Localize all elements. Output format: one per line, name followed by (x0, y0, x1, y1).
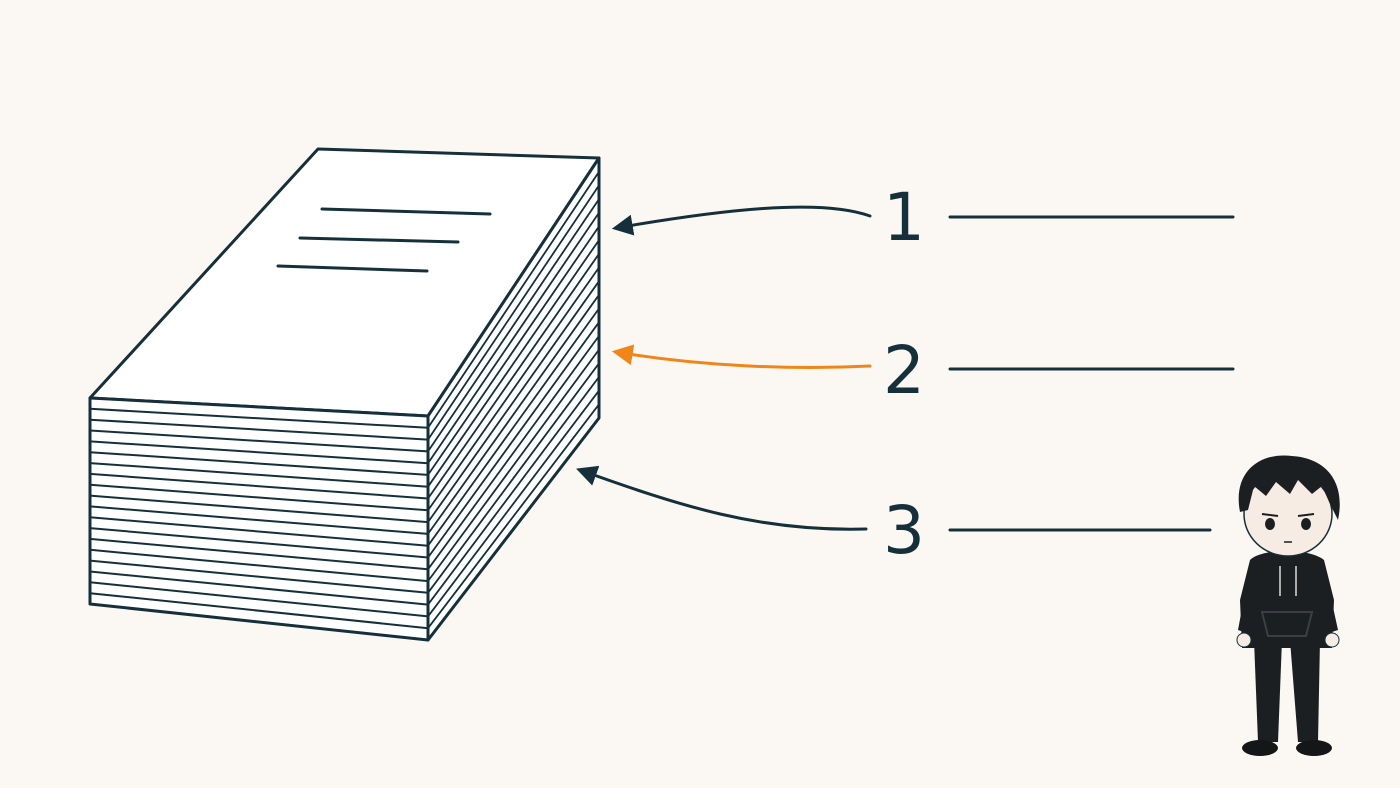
front-page-edge (89, 407, 429, 429)
side-page-edge (427, 280, 600, 523)
front-page-edge (89, 429, 429, 453)
side-page-edge (427, 375, 600, 606)
side-page-edge (427, 307, 600, 547)
blank-label-lines (948, 215, 1235, 532)
callout-number-2: 2 (883, 332, 925, 409)
front-page-edge (89, 494, 429, 524)
front-page-edge (89, 451, 429, 476)
front-page-edge (89, 472, 429, 500)
front-page-edge (89, 592, 429, 630)
side-page-edge (427, 334, 600, 571)
side-page-edge (427, 239, 600, 488)
side-page-edge (427, 266, 600, 512)
front-page-edge (89, 483, 429, 512)
side-page-edges (427, 170, 600, 630)
arrow-2 (611, 344, 872, 369)
front-page-edges (89, 407, 429, 630)
person-in-black-hoodie-icon (1236, 455, 1340, 756)
callout-number-1: 1 (883, 179, 925, 256)
callout-numbers: 1 2 3 (883, 179, 925, 569)
side-page-edge (427, 321, 600, 559)
front-page-edge (89, 559, 429, 594)
callout-arrows (576, 205, 872, 531)
front-page-edge (89, 527, 429, 559)
front-page-edge (89, 570, 429, 606)
side-page-edge (427, 362, 600, 594)
side-page-edge (427, 252, 600, 500)
cover-text-lines (276, 207, 492, 273)
side-page-edge (427, 198, 600, 453)
side-page-edge (427, 225, 600, 476)
callout-number-3: 3 (883, 492, 925, 569)
front-page-edge (89, 548, 429, 583)
side-page-edge (427, 184, 600, 441)
side-page-edge (427, 170, 600, 429)
side-page-edge (427, 211, 600, 465)
side-page-edge (427, 403, 600, 630)
front-page-edge (89, 581, 429, 618)
side-page-edge (427, 348, 600, 582)
front-page-edge (89, 462, 429, 488)
paper-stack-icon (88, 147, 601, 642)
front-page-edge (89, 516, 429, 547)
front-page-edge (89, 440, 429, 465)
side-page-edge (427, 293, 600, 535)
side-page-edge (427, 389, 600, 618)
arrow-3 (576, 465, 868, 531)
arrow-1 (611, 205, 872, 236)
front-page-edge (89, 537, 429, 571)
front-page-edge (89, 505, 429, 535)
front-page-edge (89, 418, 429, 441)
stack-side-face (426, 156, 601, 642)
